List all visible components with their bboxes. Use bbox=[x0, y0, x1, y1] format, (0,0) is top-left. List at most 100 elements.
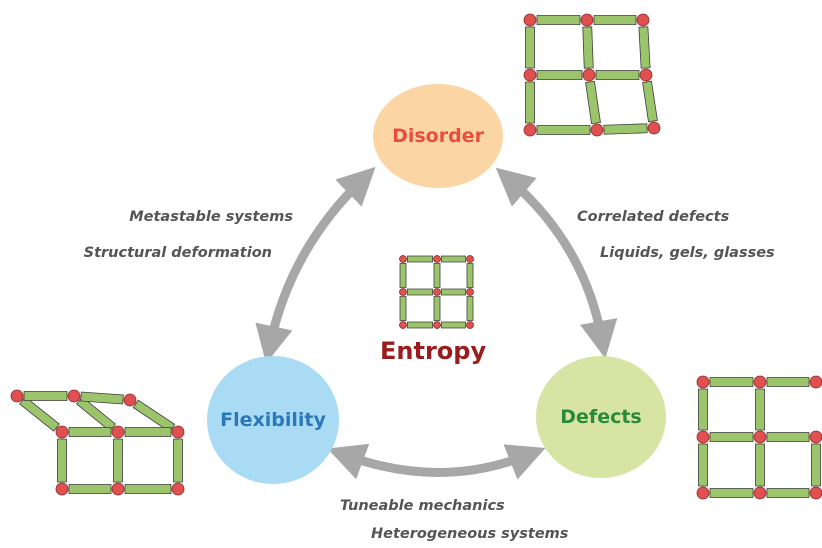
lattice-node bbox=[809, 430, 822, 444]
lattice-bar bbox=[766, 432, 810, 442]
lattice-node bbox=[753, 430, 767, 444]
lattice-bar bbox=[766, 377, 810, 387]
lattice-bar bbox=[399, 263, 407, 288]
arrow-flexibility-defects bbox=[327, 443, 546, 480]
entropy-title: Entropy bbox=[380, 337, 487, 365]
lattice-bar bbox=[525, 26, 535, 69]
lattice-bar bbox=[536, 15, 581, 25]
lattice-bar bbox=[698, 388, 708, 431]
lattice-bar bbox=[68, 427, 112, 437]
lattice-node bbox=[55, 482, 69, 496]
lattice-bar bbox=[709, 432, 754, 442]
flexibility-node: Flexibility bbox=[207, 356, 339, 484]
lattice-bar bbox=[811, 443, 821, 487]
lattice-bar bbox=[23, 391, 68, 401]
lattice-node bbox=[809, 486, 822, 500]
lattice-node bbox=[523, 68, 537, 82]
disorder-label: Disorder bbox=[392, 125, 484, 147]
lattice-bar bbox=[582, 26, 594, 69]
lattice-bar bbox=[407, 321, 433, 329]
lattice-bar bbox=[407, 288, 433, 296]
lattice-bar bbox=[766, 488, 810, 498]
lattice-bar bbox=[698, 443, 708, 487]
lattice-bar bbox=[57, 438, 67, 483]
lattice-node bbox=[67, 389, 81, 403]
lattice-node bbox=[399, 321, 407, 329]
lattice-node bbox=[466, 255, 474, 263]
lattice-bar bbox=[638, 26, 651, 69]
lattice-bar bbox=[536, 70, 583, 80]
lattice-bar bbox=[536, 125, 591, 135]
label-correlated-defects: Correlated defects bbox=[577, 209, 730, 225]
label-heterogeneous-systems: Heterogeneous systems bbox=[371, 526, 569, 542]
lattice-bar bbox=[709, 377, 754, 387]
arrow-disorder-defects bbox=[495, 167, 618, 359]
lattice-bar bbox=[593, 15, 637, 25]
lattice-node bbox=[696, 486, 710, 500]
lattice-node bbox=[580, 13, 594, 27]
lattice-node bbox=[582, 68, 596, 82]
flexibility-label: Flexibility bbox=[220, 409, 326, 431]
lattice-node bbox=[399, 255, 407, 263]
arrow-disorder-flexibility bbox=[255, 166, 376, 364]
lattice-bar bbox=[124, 484, 172, 494]
lattice-bar bbox=[642, 80, 658, 123]
lattice-node bbox=[399, 288, 407, 296]
lattice-bar bbox=[80, 391, 124, 405]
lattice-node bbox=[433, 321, 441, 329]
lattice-node bbox=[171, 482, 185, 496]
lattice-node bbox=[753, 375, 767, 389]
label-tuneable-mechanics: Tuneable mechanics bbox=[340, 498, 505, 514]
lattice-node bbox=[433, 255, 441, 263]
lattice-node bbox=[111, 482, 125, 496]
lattice-node bbox=[696, 430, 710, 444]
lattice-node bbox=[466, 321, 474, 329]
lattice-bar bbox=[19, 396, 60, 432]
lattice-node bbox=[55, 425, 69, 439]
lattice-node bbox=[10, 389, 24, 403]
lattice-bar bbox=[113, 438, 123, 483]
lattice-node bbox=[639, 68, 653, 82]
lattice-node bbox=[466, 288, 474, 296]
lattice-bar bbox=[433, 263, 441, 288]
lattice-bar bbox=[603, 123, 648, 135]
lattice-node bbox=[590, 123, 604, 137]
lattice-bar bbox=[595, 70, 640, 80]
lattice-node bbox=[647, 121, 661, 135]
lattice-bar bbox=[466, 296, 474, 321]
lattice-node bbox=[523, 13, 537, 27]
lattice-bar bbox=[441, 321, 466, 329]
lattice-node bbox=[809, 375, 822, 389]
disordered-lattice-illustration bbox=[523, 13, 661, 137]
label-liquids-gels-glasses: Liquids, gels, glasses bbox=[600, 245, 775, 261]
lattice-node bbox=[123, 393, 137, 407]
lattice-bar bbox=[466, 263, 474, 288]
lattice-bar bbox=[585, 80, 601, 125]
lattice-bar bbox=[433, 296, 441, 321]
lattice-bar bbox=[68, 484, 112, 494]
lattice-node bbox=[523, 123, 537, 137]
lattice-bar bbox=[525, 81, 535, 124]
lattice-bar bbox=[709, 488, 754, 498]
defective-lattice-illustration bbox=[696, 375, 822, 500]
lattice-bar bbox=[755, 443, 765, 487]
lattice-bar bbox=[124, 427, 172, 437]
lattice-bar bbox=[441, 288, 466, 296]
label-metastable-systems: Metastable systems bbox=[129, 209, 293, 225]
disorder-node: Disorder bbox=[373, 84, 503, 188]
defects-label: Defects bbox=[560, 406, 642, 428]
lattice-node bbox=[433, 288, 441, 296]
lattice-bar bbox=[407, 255, 433, 263]
lattice-node bbox=[636, 13, 650, 27]
label-structural-deformation: Structural deformation bbox=[83, 245, 272, 261]
lattice-node bbox=[111, 425, 125, 439]
lattice-bar bbox=[173, 438, 183, 483]
defects-node: Defects bbox=[536, 356, 666, 478]
lattice-bar bbox=[399, 296, 407, 321]
lattice-node bbox=[696, 375, 710, 389]
lattice-node bbox=[753, 486, 767, 500]
lattice-bar bbox=[132, 399, 176, 433]
lattice-bar bbox=[755, 388, 765, 431]
